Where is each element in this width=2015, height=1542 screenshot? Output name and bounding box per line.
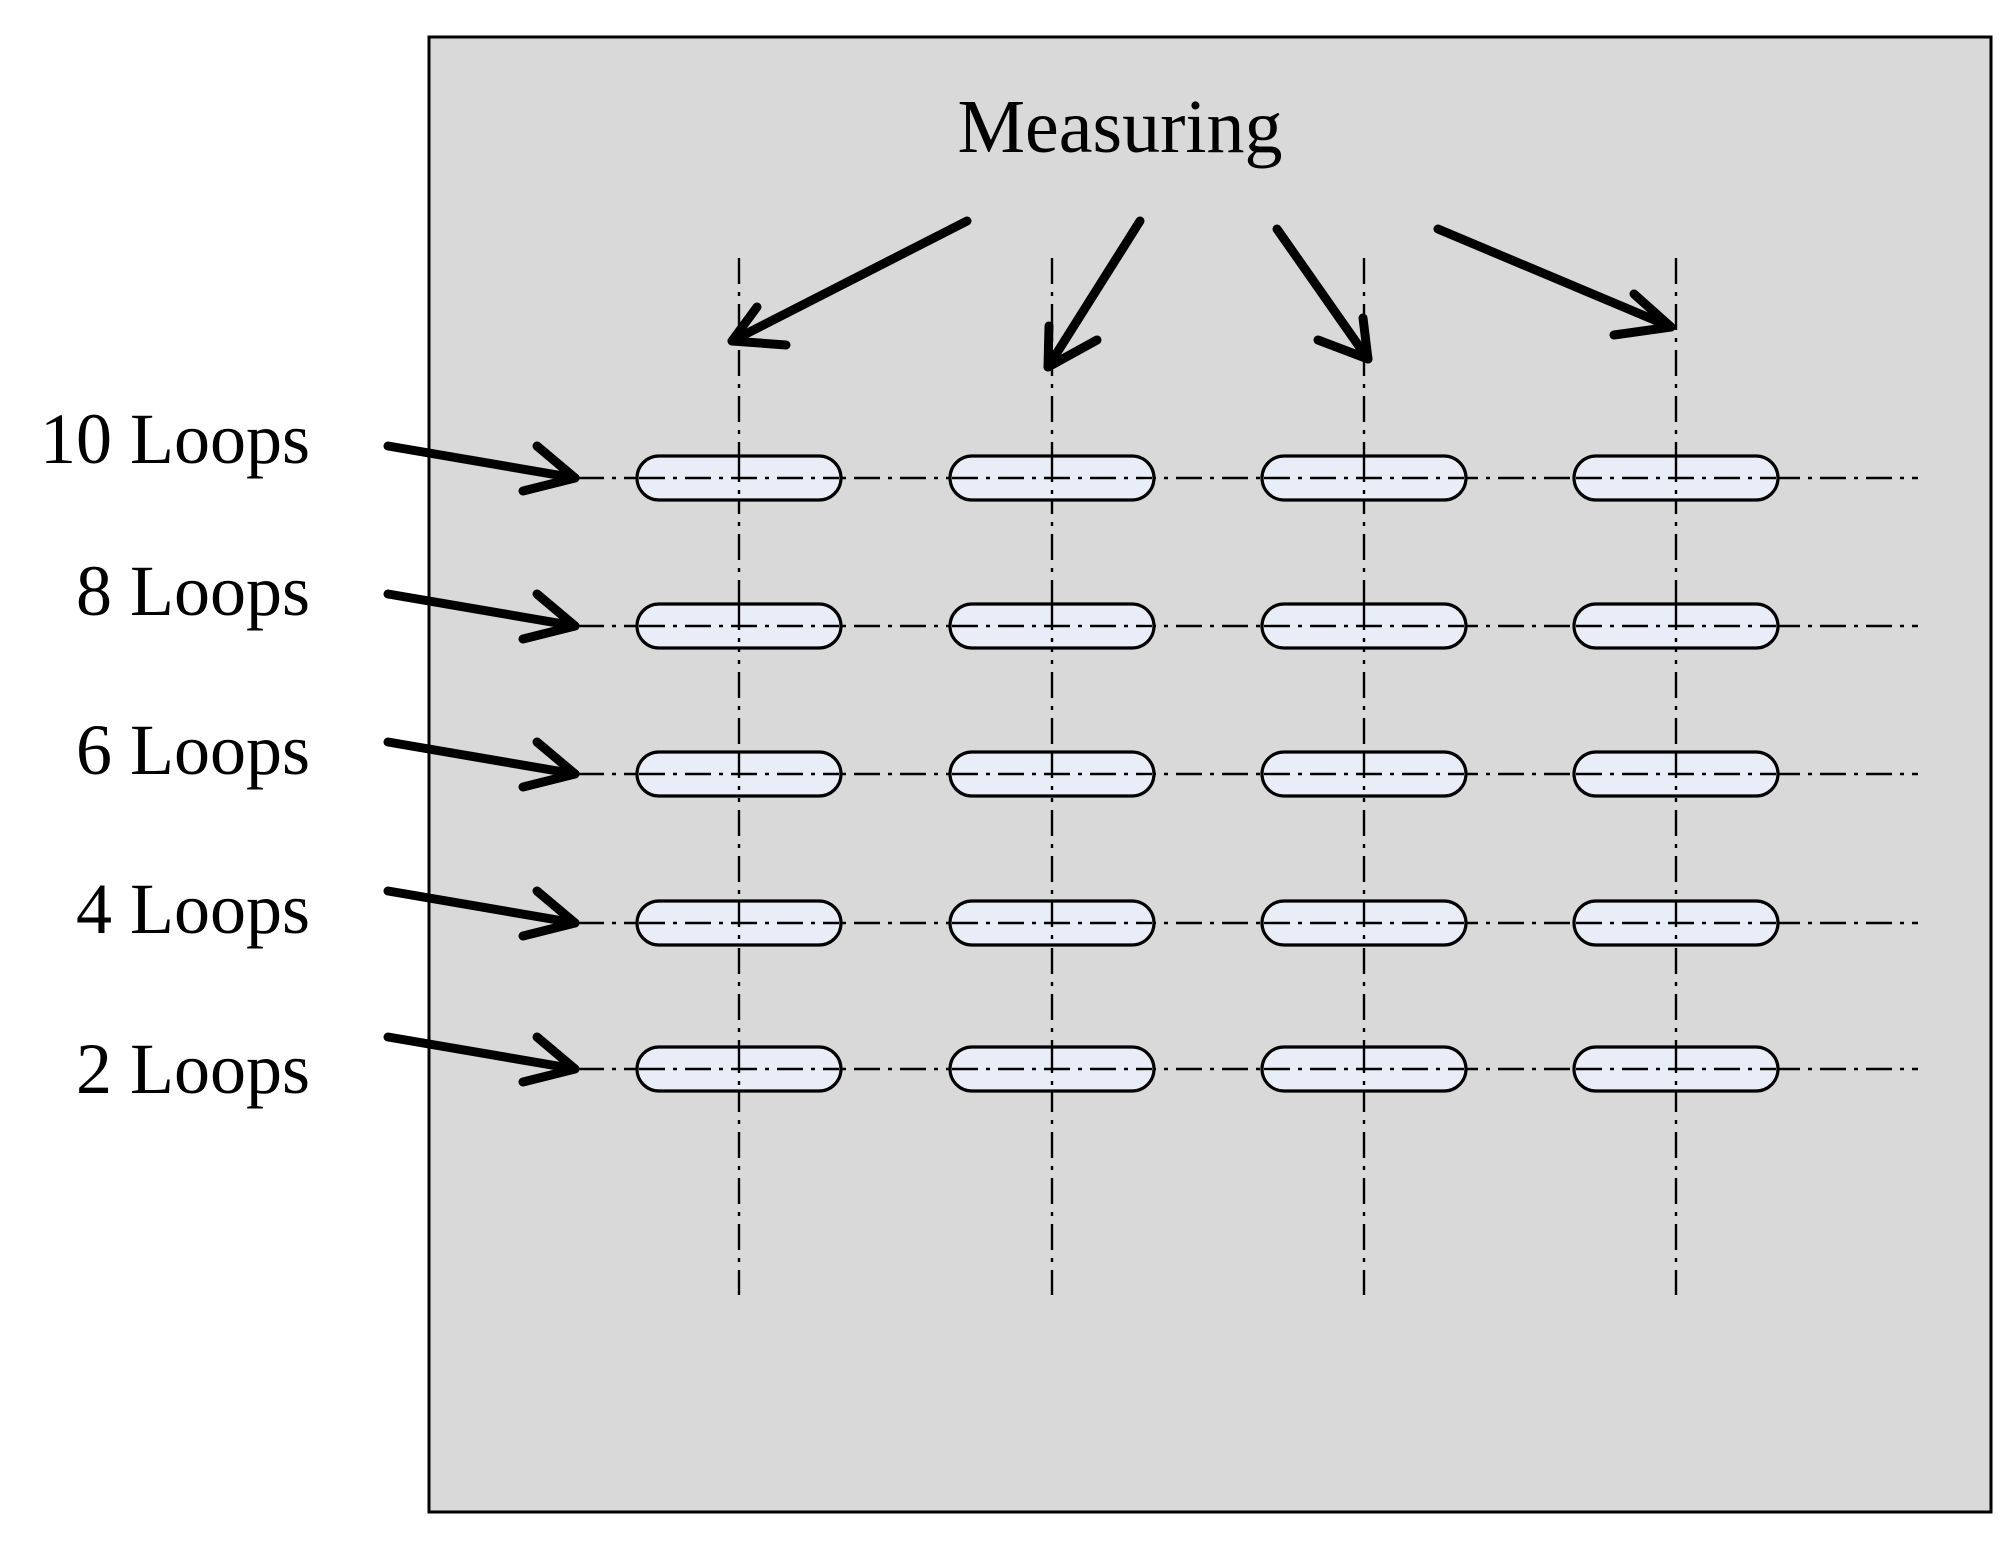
- row-10-loops: 10 Loops: [40, 399, 580, 496]
- row-label-8-loops: 8 Loops: [76, 551, 310, 631]
- row-label-10-loops: 10 Loops: [40, 399, 310, 479]
- measuring-arrows: [727, 216, 1676, 372]
- row-2-loops: 2 Loops: [76, 1029, 580, 1109]
- measuring-arrow-1: [727, 216, 972, 350]
- measuring-label: Measuring: [957, 85, 1282, 169]
- weld-centerlines: [639, 456, 1776, 1091]
- row-arrow-2-loops: [383, 1032, 580, 1074]
- row-4-loops: 4 Loops: [76, 869, 580, 949]
- row-6-loops: 6 Loops: [76, 710, 580, 792]
- row-arrow-6-loops: [383, 737, 580, 779]
- row-label-6-loops: 6 Loops: [76, 710, 310, 790]
- row-arrow-10-loops: [383, 441, 580, 483]
- measuring-arrow-4: [1433, 224, 1676, 340]
- row-arrow-4-loops: [383, 886, 580, 928]
- row-8-loops: 8 Loops: [76, 551, 580, 644]
- row-label-4-loops: 4 Loops: [76, 869, 310, 949]
- row-label-2-loops: 2 Loops: [76, 1029, 310, 1109]
- row-arrow-8-loops: [383, 589, 580, 631]
- measuring-arrow-3: [1272, 224, 1373, 364]
- measuring-arrow-2: [1043, 216, 1145, 372]
